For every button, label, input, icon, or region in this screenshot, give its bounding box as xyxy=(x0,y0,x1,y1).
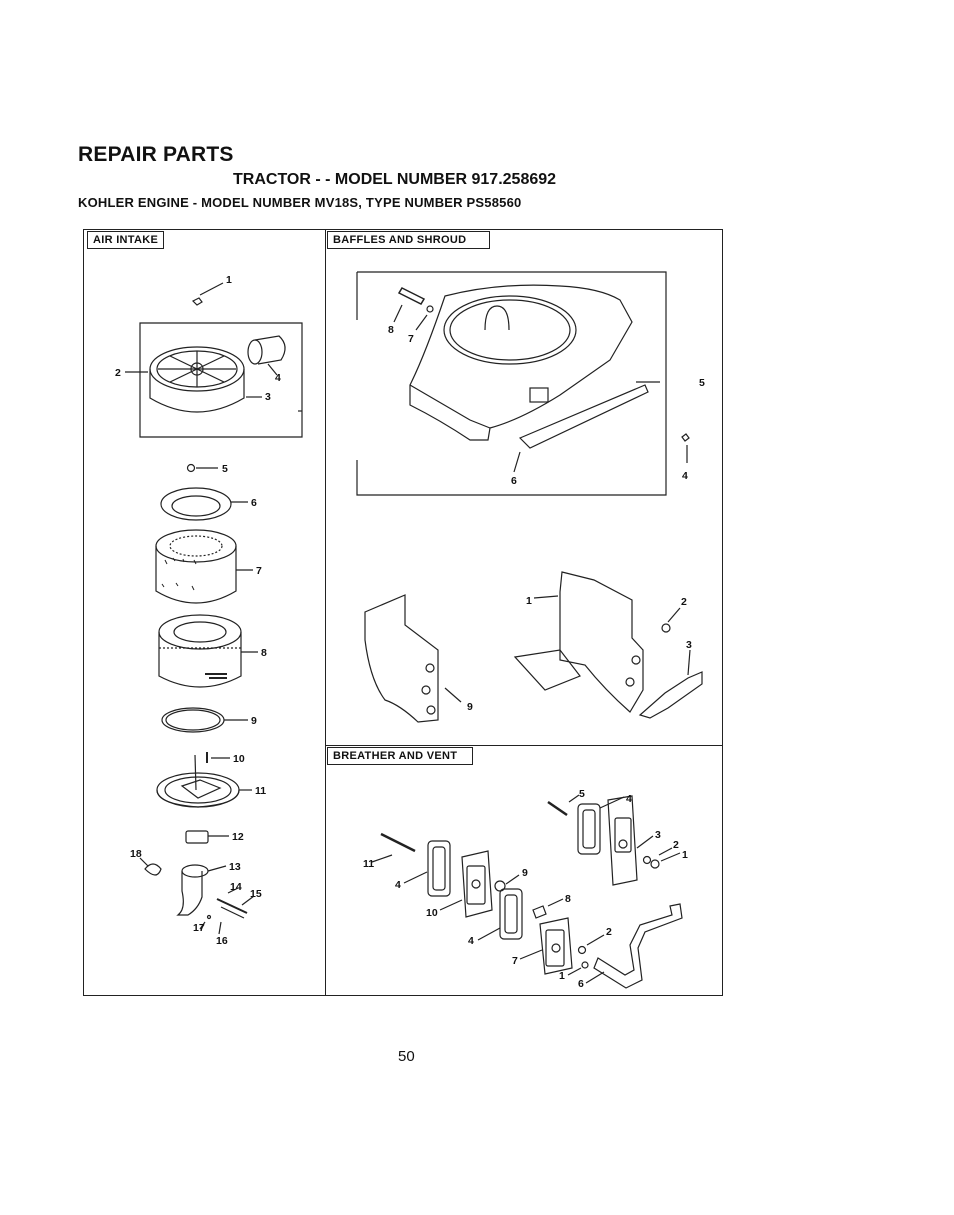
parts-diagram-frame xyxy=(83,229,723,996)
cylinder-baffle-left xyxy=(364,594,462,723)
baffles-callout-3: 3 xyxy=(686,639,692,651)
air-intake-callout-12: 12 xyxy=(232,831,244,843)
breather-filter xyxy=(532,905,547,919)
breather-callout-2: 2 xyxy=(673,839,679,851)
breather-tube xyxy=(593,903,683,989)
breather-callout-7: 7 xyxy=(512,955,518,967)
horizontal-divider xyxy=(325,745,723,746)
baffles-and-shroud-label: BAFFLES AND SHROUD xyxy=(327,231,490,249)
breather-long-stud xyxy=(380,832,416,853)
air-cleaner-housing xyxy=(125,346,245,413)
baffles-callout-7: 7 xyxy=(408,333,414,345)
intake-elbow xyxy=(176,864,227,916)
air-intake-callout-10: 10 xyxy=(233,753,245,765)
precleaner-cover xyxy=(160,487,248,521)
cylinder-baffle-right xyxy=(513,571,644,713)
elbow-screws xyxy=(199,887,255,935)
breather-callout-1: 1 xyxy=(682,849,688,861)
blower-housing-shroud xyxy=(409,284,660,449)
air-intake-tube xyxy=(247,335,286,376)
breather-callout-4-top: 4 xyxy=(626,793,632,805)
air-intake-callout-6: 6 xyxy=(251,497,257,509)
page-title: REPAIR PARTS xyxy=(78,143,234,166)
shroud-small-screw xyxy=(681,433,690,442)
baffles-callouts: 8 7 5 6 4 1 2 3 9 xyxy=(388,324,705,713)
breather-gasket-middle xyxy=(499,888,523,940)
seal-ring xyxy=(161,707,248,733)
air-intake-callout-9: 9 xyxy=(251,715,257,727)
air-filter-element xyxy=(158,614,258,688)
breather-lower-nut xyxy=(581,961,589,969)
breather-callout-8: 8 xyxy=(565,893,571,905)
wing-nut xyxy=(186,463,196,473)
baffle-bracket xyxy=(638,671,703,719)
baffles-callout-1: 1 xyxy=(526,595,532,607)
precleaner-element xyxy=(155,529,253,604)
baffles-callout-9: 9 xyxy=(467,701,473,713)
air-intake-label: AIR INTAKE xyxy=(87,231,165,249)
breather-and-vent-label: BREATHER AND VENT xyxy=(327,747,473,765)
air-intake-callout-2: 2 xyxy=(115,367,121,379)
breather-callout-2-lower: 2 xyxy=(606,926,612,938)
tractor-model-heading: TRACTOR - - MODEL NUMBER 917.258692 xyxy=(233,171,557,188)
air-intake-callouts: 1 2 3 4 5 6 7 8 9 10 11 12 13 14 15 16 1… xyxy=(115,274,281,947)
breather-gasket-top xyxy=(577,803,601,855)
shroud-assembly-box xyxy=(356,271,667,496)
air-intake-callout-13: 13 xyxy=(229,861,241,873)
shroud-screw xyxy=(393,287,434,331)
baffles-and-shroud-illustration: 8 7 5 6 4 1 2 3 9 xyxy=(356,271,705,723)
breather-washer xyxy=(642,855,652,865)
air-intake-callout-3: 3 xyxy=(265,391,271,403)
breather-callout-4-left: 4 xyxy=(395,879,401,891)
air-intake-callout-17: 17 xyxy=(193,922,205,934)
breather-callout-4-middle: 4 xyxy=(468,935,474,947)
breather-gasket-left xyxy=(427,840,451,897)
breather-cover xyxy=(607,795,654,886)
baffles-callout-4: 4 xyxy=(682,470,688,482)
baffles-callout-2: 2 xyxy=(681,596,687,608)
breather-callout-3: 3 xyxy=(655,829,661,841)
air-intake-callout-16: 16 xyxy=(216,935,228,947)
air-intake-callout-1: 1 xyxy=(226,274,232,286)
breather-lower-washer xyxy=(577,945,587,955)
air-intake-callout-14: 14 xyxy=(230,881,242,893)
page-number: 50 xyxy=(398,1048,415,1065)
baffle-nut xyxy=(661,623,671,633)
breather-callouts: 5 4 3 2 1 11 4 9 10 8 4 2 7 1 6 xyxy=(363,788,688,990)
baffles-callout-6: 6 xyxy=(511,475,517,487)
baffles-callout-5: 5 xyxy=(699,377,705,389)
air-intake-callout-5: 5 xyxy=(222,463,228,475)
breather-stud xyxy=(547,800,568,817)
engine-model-heading: KOHLER ENGINE - MODEL NUMBER MV18S, TYPE… xyxy=(78,195,522,210)
air-intake-callout-4: 4 xyxy=(275,372,281,384)
baffles-callout-8: 8 xyxy=(388,324,394,336)
breather-nut xyxy=(650,859,660,869)
air-intake-part-1-clip xyxy=(191,282,224,306)
breather-callout-5: 5 xyxy=(579,788,585,800)
breather-callout-11: 11 xyxy=(363,858,374,870)
air-cleaner-assembly-box xyxy=(139,322,303,438)
vertical-divider xyxy=(325,229,326,996)
elbow-gasket xyxy=(144,863,162,876)
air-intake-illustration: 1 2 3 4 5 6 7 8 9 10 11 12 13 14 15 16 1… xyxy=(115,274,303,947)
breather-and-vent-illustration: 5 4 3 2 1 11 4 9 10 8 4 2 7 1 6 xyxy=(363,788,688,990)
air-intake-callout-8: 8 xyxy=(261,647,267,659)
air-intake-callout-11: 11 xyxy=(255,785,266,797)
air-intake-callout-15: 15 xyxy=(250,888,262,900)
air-cleaner-base xyxy=(156,754,252,808)
breather-lower-cover xyxy=(519,917,573,975)
air-intake-callout-18: 18 xyxy=(130,848,142,860)
breather-callout-9: 9 xyxy=(522,867,528,879)
breather-callout-10: 10 xyxy=(426,907,438,919)
breather-body xyxy=(439,850,493,918)
air-intake-callout-7: 7 xyxy=(256,565,262,577)
breather-callout-6: 6 xyxy=(578,978,584,990)
breather-callout-1-lower: 1 xyxy=(559,970,565,982)
base-gasket xyxy=(185,830,209,844)
